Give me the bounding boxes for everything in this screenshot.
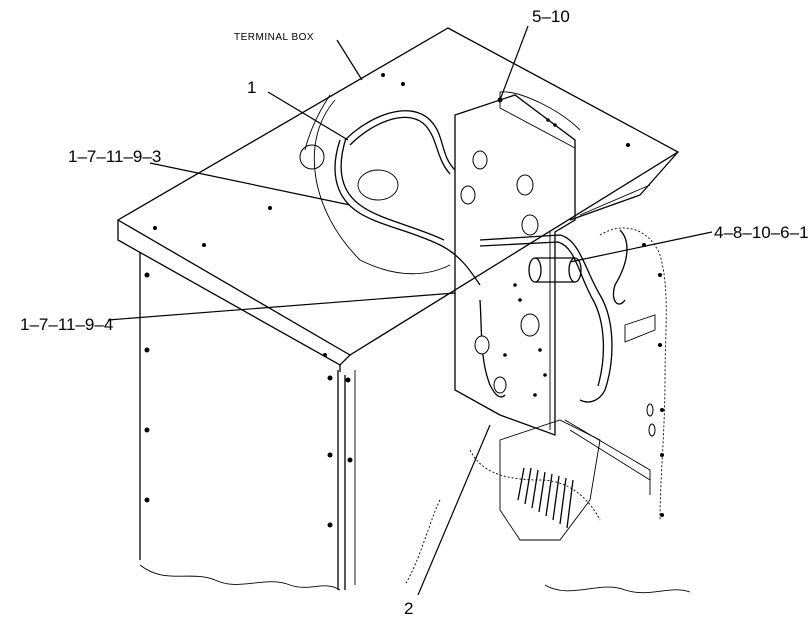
leader-lines	[107, 25, 713, 596]
label-item-1-7-11-9-4: 1–7–11–9–4	[20, 315, 113, 334]
leader-5-10	[499, 25, 529, 101]
leader-1	[267, 91, 349, 141]
leader-1-7-11-9-4	[107, 292, 456, 321]
cabinet-top	[116, 27, 680, 372]
label-terminal-box: TERMINAL BOX	[234, 32, 314, 43]
label-item-4-8-10-6-1: 4–8–10–6–1	[714, 223, 809, 242]
right-cabinet	[564, 151, 679, 521]
label-item-2: 2	[404, 599, 413, 618]
wiring-harness	[304, 94, 628, 403]
label-item-5-10: 5–10	[532, 7, 570, 26]
terminal-plate	[454, 91, 581, 436]
top-cable-hole	[299, 144, 325, 170]
cabinet-front-panel	[139, 252, 356, 591]
leader-2	[417, 424, 491, 596]
vent-slots	[517, 467, 574, 529]
label-item-1-7-11-9-3: 1–7–11–9–3	[68, 147, 161, 166]
lower-assembly	[404, 419, 691, 594]
label-item-1: 1	[247, 78, 256, 97]
connector-cylinder	[528, 257, 582, 283]
leader-4-8-10-6-1	[569, 231, 713, 263]
leader-terminal-box	[336, 39, 363, 81]
leader-1-7-11-9-3	[149, 162, 351, 206]
callout-labels: TERMINAL BOX 1 5–10 1–7–11–9–3 4–8–10–6–…	[20, 7, 809, 618]
